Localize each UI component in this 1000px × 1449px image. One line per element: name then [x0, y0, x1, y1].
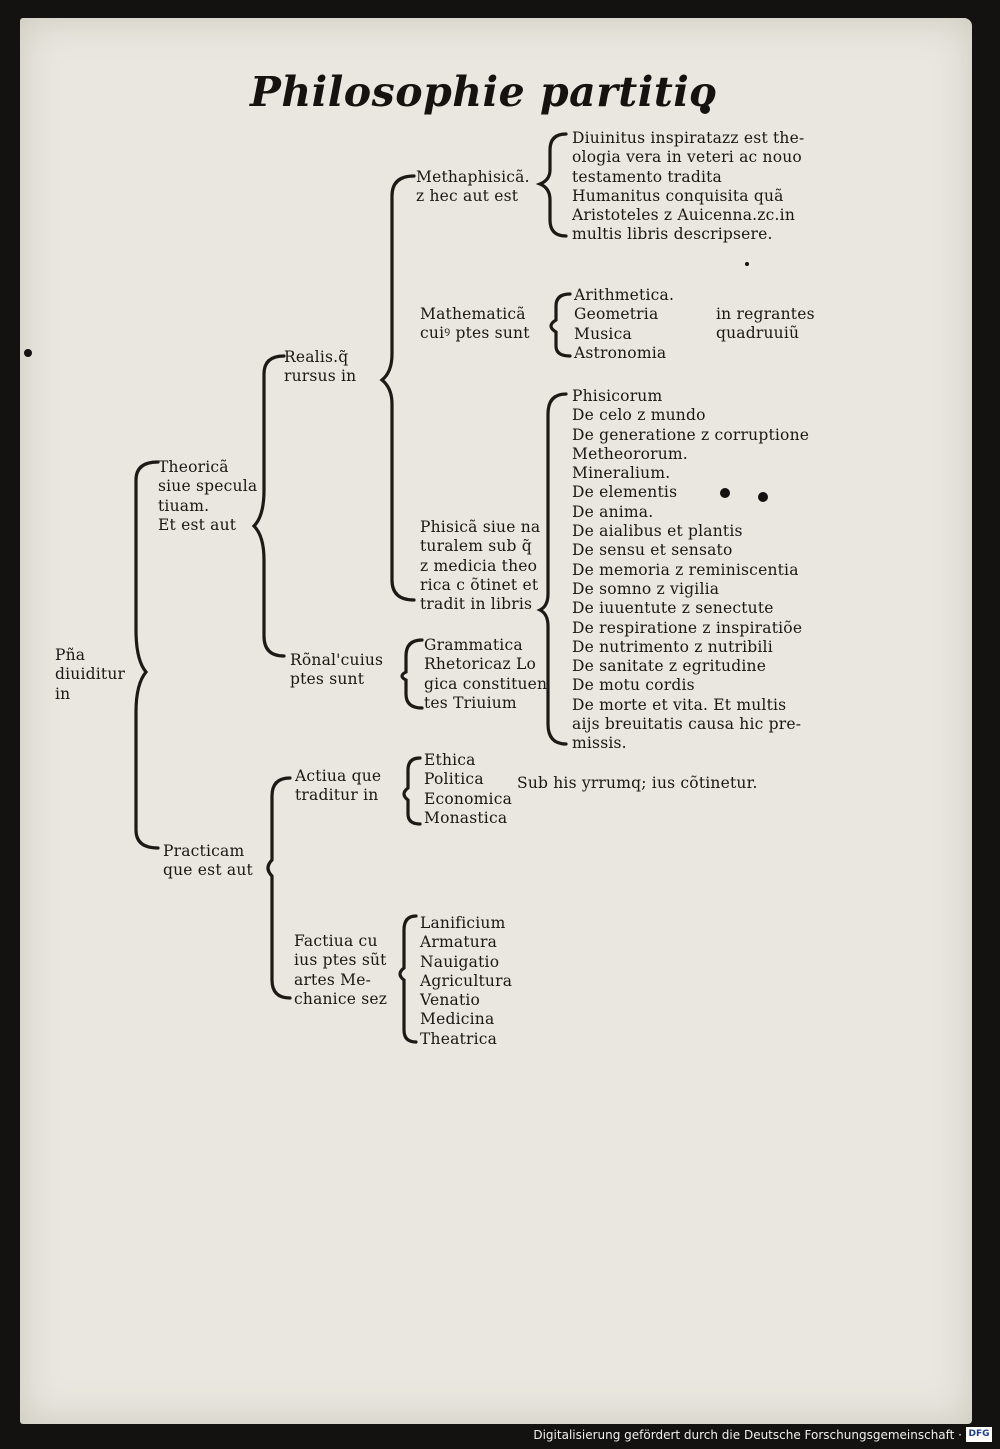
- methaphisica-node: Methaphisicã. z hec aut est: [416, 168, 530, 206]
- footer-bar: Digitalisierung gefördert durch die Deut…: [0, 1424, 1000, 1449]
- funding-credit: Digitalisierung gefördert durch die Deut…: [533, 1428, 962, 1442]
- activa-node: Actiua que traditur in: [295, 767, 382, 805]
- ink-dot: [720, 488, 730, 498]
- mathematica-node: Mathematicã cuiꝰ ptes sunt: [420, 305, 530, 343]
- factiva-items: Lanificium Armatura Nauigatio Agricultur…: [420, 914, 513, 1048]
- phisica-items: Phisicorum De celo z mundo De generation…: [572, 387, 810, 753]
- ink-dot: [700, 104, 710, 114]
- ink-dot: [745, 262, 749, 266]
- phisica-node: Phisicã siue na turalem sub q̃ z medicia…: [420, 518, 541, 614]
- ink-dot: [24, 349, 32, 357]
- ink-dot: [758, 492, 768, 502]
- page-title: Philosophie partitio: [250, 68, 718, 116]
- realis-node: Realis.q̃ rursus in: [284, 348, 357, 386]
- rationalis-node: Rõnal'cuius ptes sunt: [290, 651, 384, 689]
- activa-note: Sub his yrrumq; ius cõtinetur.: [517, 774, 758, 792]
- theorica-node: Theoricã siue specula tiuam. Et est aut: [158, 458, 258, 534]
- rationalis-items: Grammatica Rhetoricaz Lo gica constituen…: [424, 636, 548, 712]
- activa-items: Ethica Politica Economica Monastica: [424, 751, 513, 827]
- factiva-node: Factiua cu ius ptes sũt artes Me- chanic…: [294, 932, 388, 1008]
- manuscript-page: [20, 18, 972, 1424]
- dfg-logo: DFG: [966, 1427, 992, 1442]
- methaphisica-items: Diuinitus inspiratazz est the- ologia ve…: [572, 129, 805, 244]
- practica-node: Practicam que est aut: [163, 842, 253, 880]
- mathematica-items: Arithmetica. Geometria Musica Astronomia: [574, 286, 675, 362]
- quadriuium-note: in regrantes quadruuiũ: [716, 305, 815, 343]
- tree-root-label: Pña diuiditur in: [55, 646, 131, 703]
